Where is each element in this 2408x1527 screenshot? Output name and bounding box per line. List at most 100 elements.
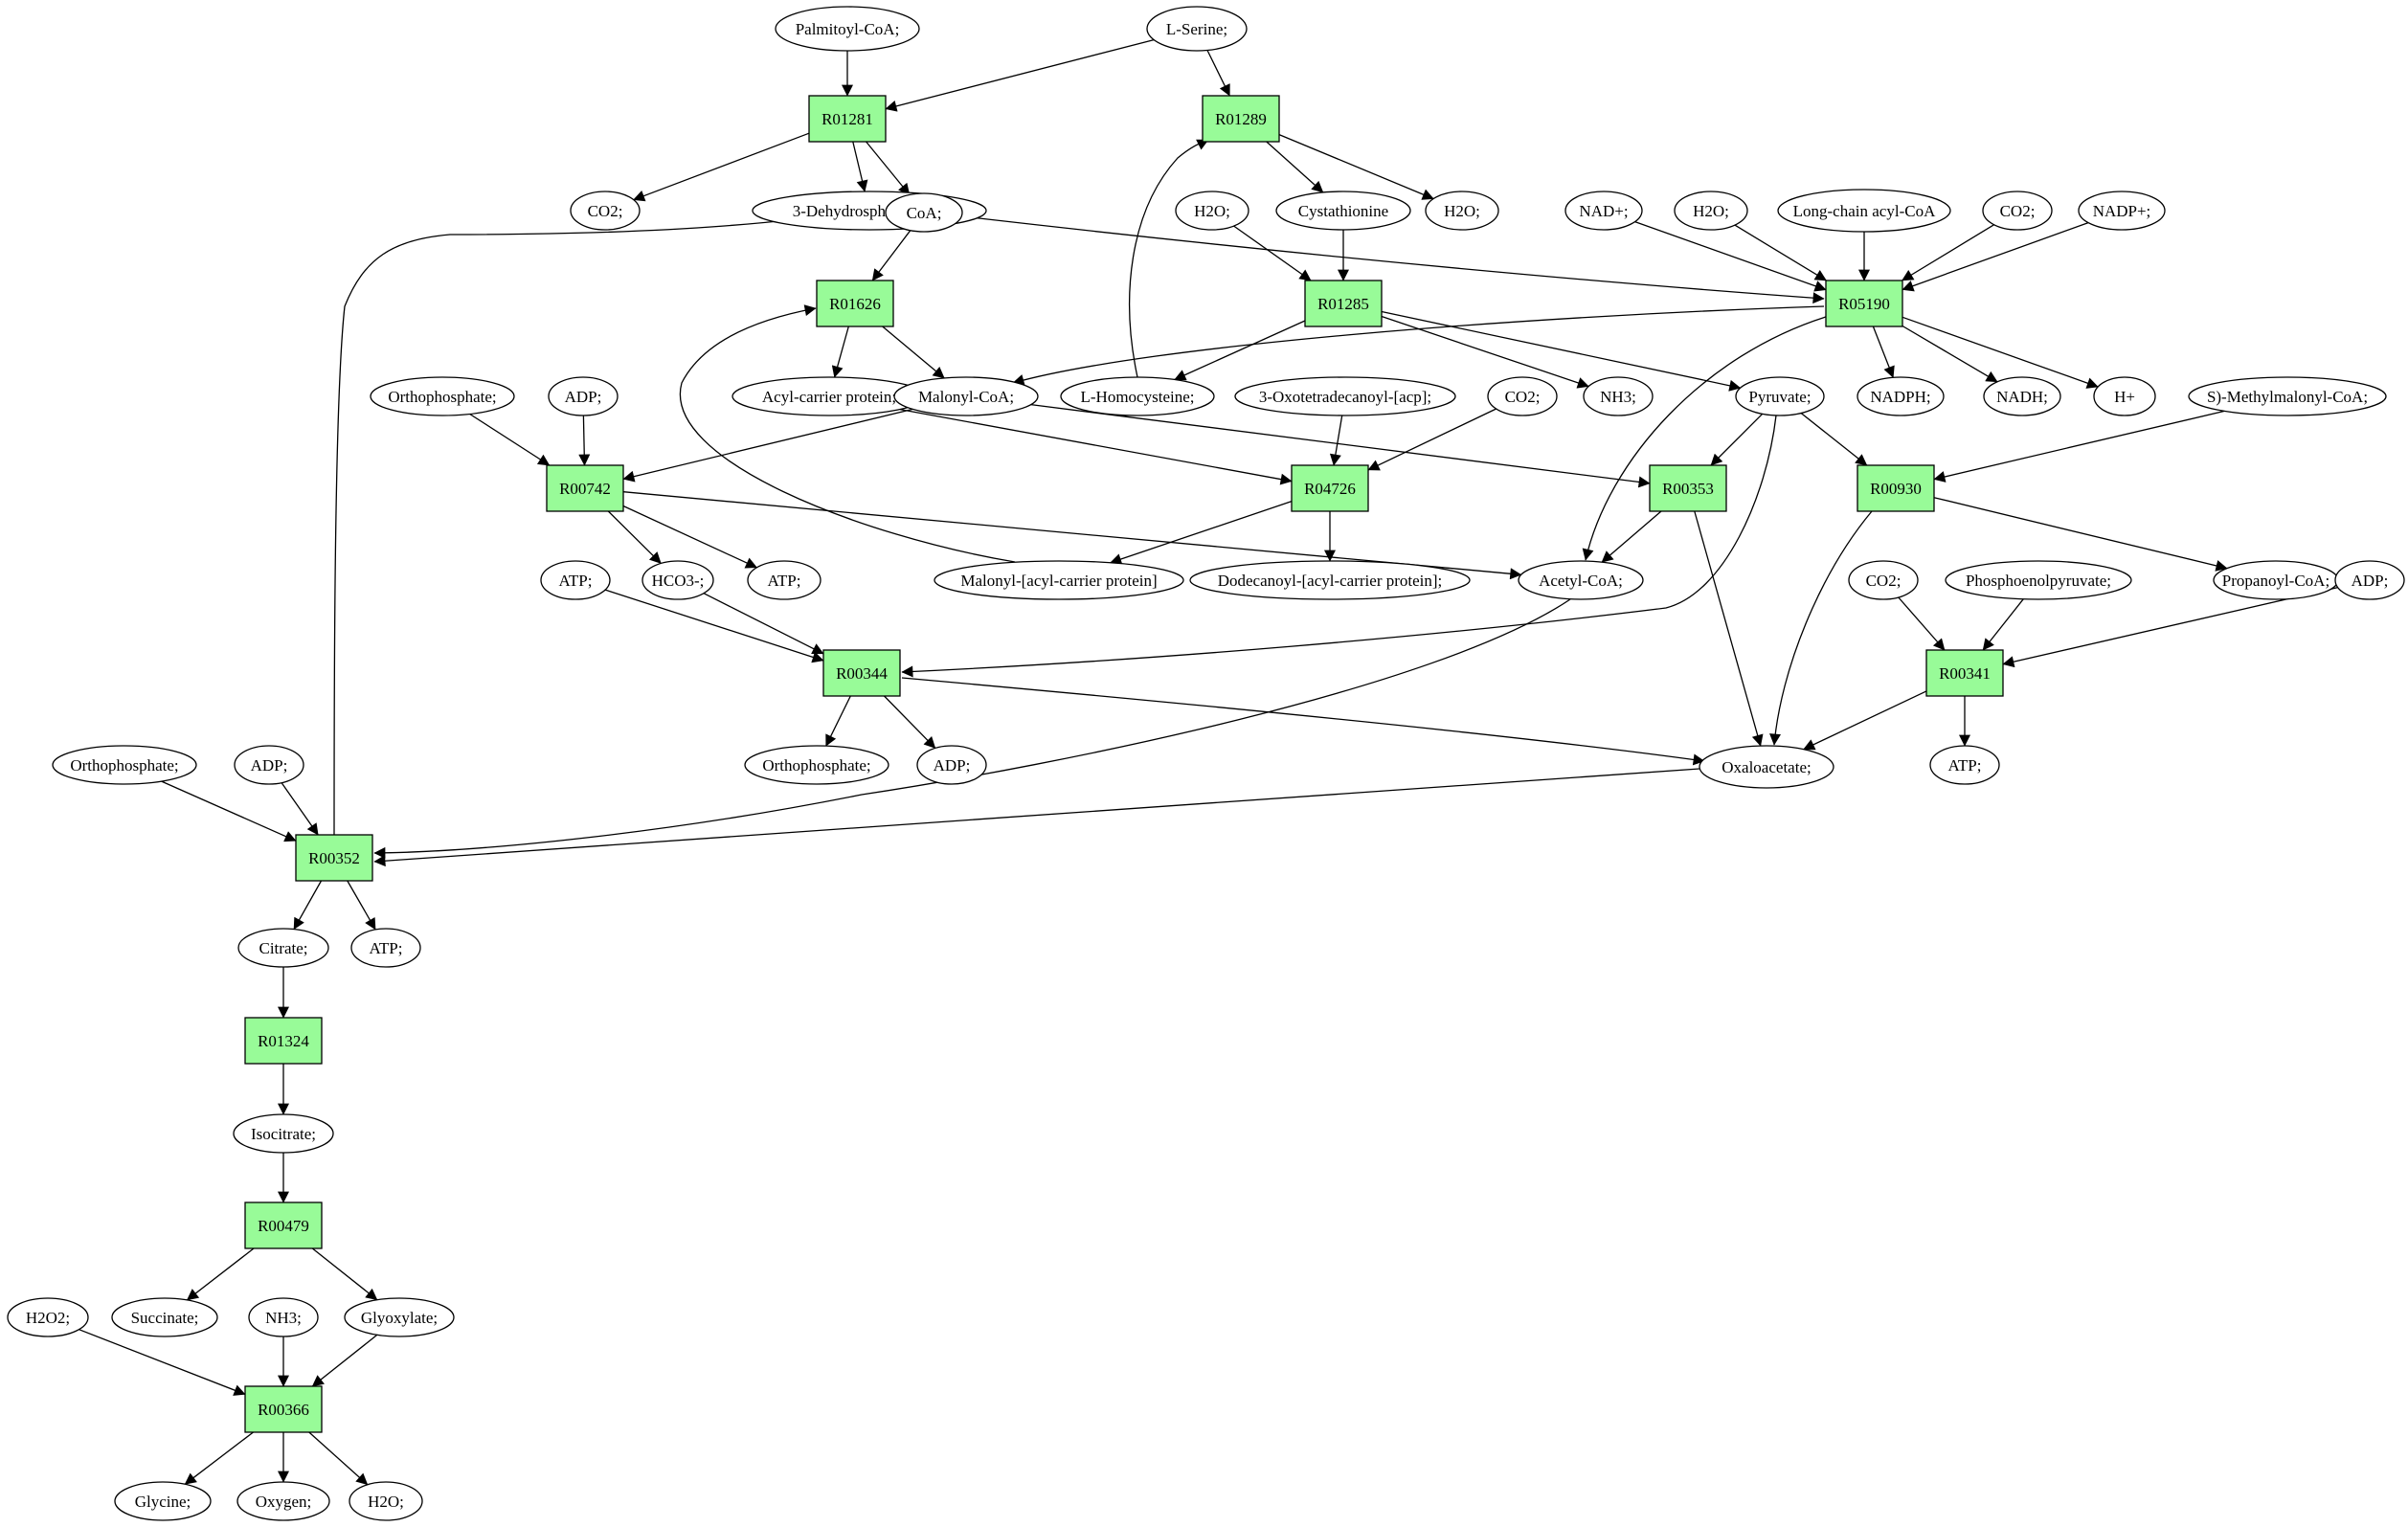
reaction-node-r00353[interactable]: R00353: [1649, 464, 1727, 512]
compound-node-cystathionine[interactable]: Cystathionine: [1275, 191, 1411, 231]
compound-node-nh3_b[interactable]: NH3;: [248, 1297, 319, 1337]
edges-layer: [79, 38, 2338, 1486]
node-label: R01281: [821, 110, 873, 128]
reaction-node-r00742[interactable]: R00742: [546, 464, 624, 512]
compound-node-adp_c[interactable]: ADP;: [916, 745, 987, 785]
compound-ellipse: [1487, 376, 1558, 416]
compound-ellipse: [540, 560, 611, 600]
compound-node-methylmalonyl_coa[interactable]: S)-Methylmalonyl-CoA;: [2188, 376, 2387, 416]
compound-node-co2_d[interactable]: CO2;: [1848, 560, 1919, 600]
edge-hco3-to-r00344: [703, 593, 824, 655]
edge-r00930-to-propanoyl_coa: [1933, 497, 2228, 572]
edge-pyruvate-to-r00344: [901, 415, 1777, 678]
compound-node-glyoxylate[interactable]: Glyoxylate;: [344, 1297, 455, 1337]
compound-node-adp_b[interactable]: ADP;: [2334, 560, 2405, 600]
reaction-node-r01626[interactable]: R01626: [816, 280, 894, 327]
reaction-node-r00341[interactable]: R00341: [1925, 649, 2004, 697]
edge-pyruvate-to-r00930: [1800, 412, 1868, 466]
node-label: R04726: [1304, 480, 1356, 498]
node-label: R00366: [258, 1401, 309, 1419]
compound-node-h2o2[interactable]: H2O2;: [7, 1297, 89, 1337]
edge-coa-to-r05190: [961, 215, 1825, 304]
compound-node-palmitoyl_coa[interactable]: Palmitoyl-CoA;: [775, 6, 920, 52]
compound-node-l_homocysteine[interactable]: L-Homocysteine;: [1060, 376, 1215, 416]
compound-node-atp_d[interactable]: ATP;: [350, 928, 421, 968]
edge-r01626-to-malonyl_coa: [882, 326, 945, 379]
edge-r05190-to-nadh: [1902, 325, 1998, 383]
edge-r01285-to-nh3_a: [1381, 315, 1589, 389]
edge-nadp_plus-to-r05190: [1902, 221, 2089, 292]
compound-node-oxygen[interactable]: Oxygen;: [236, 1481, 330, 1521]
compound-ellipse: [370, 376, 515, 416]
compound-node-coa[interactable]: CoA;: [885, 192, 963, 233]
compound-node-co2_a[interactable]: CO2;: [570, 191, 641, 231]
compound-node-long_chain_acyl_coa[interactable]: Long-chain acyl-CoA: [1777, 189, 1951, 233]
compound-node-adp_d[interactable]: ADP;: [234, 745, 304, 785]
compound-node-orthophosphate_b[interactable]: Orthophosphate;: [744, 745, 889, 785]
node-label: Palmitoyl-CoA;: [796, 20, 900, 38]
compound-node-h2o_c[interactable]: H2O;: [1674, 191, 1748, 231]
compound-node-l_serine[interactable]: L-Serine;: [1146, 6, 1248, 52]
compound-node-oxaloacetate[interactable]: Oxaloacetate;: [1699, 745, 1834, 789]
edge-oxaloacetate-to-r00352: [373, 768, 1700, 867]
compound-node-oxotetradecanoyl[interactable]: 3-Oxotetradecanoyl-[acp];: [1234, 376, 1456, 416]
compound-node-nad_plus[interactable]: NAD+;: [1564, 191, 1643, 231]
compound-node-atp_b[interactable]: ATP;: [747, 560, 821, 600]
reaction-box: [1202, 95, 1280, 143]
edge-r01281-to-coa: [866, 141, 911, 195]
reaction-node-r00479[interactable]: R00479: [244, 1201, 323, 1249]
compound-node-co2_b[interactable]: CO2;: [1982, 191, 2053, 231]
reaction-node-r04726[interactable]: R04726: [1291, 464, 1369, 512]
compound-node-h2o_b[interactable]: H2O;: [1425, 191, 1499, 231]
compound-node-adp_a[interactable]: ADP;: [548, 376, 619, 416]
edge-h2o_a-to-r01285: [1233, 225, 1312, 281]
node-label: NAD+;: [1579, 202, 1628, 220]
compound-node-glycine[interactable]: Glycine;: [114, 1481, 212, 1521]
compound-node-atp_a[interactable]: ATP;: [540, 560, 611, 600]
compound-node-dodecanoyl_acp[interactable]: Dodecanoyl-[acyl-carrier protein];: [1189, 560, 1471, 600]
compound-node-malonyl_acp[interactable]: Malonyl-[acyl-carrier protein]: [934, 560, 1184, 600]
compound-node-isocitrate[interactable]: Isocitrate;: [233, 1113, 334, 1154]
reaction-node-r01324[interactable]: R01324: [244, 1017, 323, 1065]
compound-node-nadh[interactable]: NADH;: [1983, 376, 2061, 416]
compound-node-orthophosphate_c[interactable]: Orthophosphate;: [52, 745, 197, 785]
compound-ellipse: [885, 192, 963, 233]
compound-node-pep[interactable]: Phosphoenolpyruvate;: [1945, 560, 2132, 600]
reaction-box: [244, 1017, 323, 1065]
compound-node-co2_c[interactable]: CO2;: [1487, 376, 1558, 416]
compound-node-orthophosphate_a[interactable]: Orthophosphate;: [370, 376, 515, 416]
reaction-node-r00344[interactable]: R00344: [822, 649, 901, 697]
compound-node-atp_c[interactable]: ATP;: [1929, 745, 2000, 785]
compound-ellipse: [747, 560, 821, 600]
reaction-node-r00930[interactable]: R00930: [1857, 464, 1935, 512]
edge-r01281-to-dehydrosphinganine: [852, 141, 868, 192]
reaction-node-r01289[interactable]: R01289: [1202, 95, 1280, 143]
compound-node-acp[interactable]: Acyl-carrier protein;: [731, 376, 927, 416]
compound-node-h2o_a[interactable]: H2O;: [1175, 191, 1249, 231]
compound-ellipse: [237, 928, 329, 968]
node-label: NADH;: [1996, 388, 2048, 406]
edge-l_serine-to-r01289: [1206, 50, 1230, 97]
compound-node-succinate[interactable]: Succinate;: [111, 1297, 218, 1337]
compound-node-hco3[interactable]: HCO3-;: [641, 560, 714, 600]
compound-node-pyruvate[interactable]: Pyruvate;: [1735, 376, 1825, 416]
compound-node-h2o_d[interactable]: H2O;: [349, 1481, 423, 1521]
compound-node-h_plus[interactable]: H+: [2093, 376, 2156, 416]
compound-node-propanoyl_coa[interactable]: Propanoyl-CoA;: [2213, 560, 2339, 600]
reaction-box: [546, 464, 624, 512]
compound-node-acetyl_coa[interactable]: Acetyl-CoA;: [1518, 560, 1644, 600]
reaction-node-r01285[interactable]: R01285: [1304, 280, 1383, 327]
edge-methylmalonyl_coa-to-r00930: [1933, 410, 2225, 483]
compound-node-nadph[interactable]: NADPH;: [1857, 376, 1945, 416]
reaction-node-r01281[interactable]: R01281: [808, 95, 887, 143]
reaction-node-r00366[interactable]: R00366: [244, 1385, 323, 1433]
edge-adp_d-to-r00352: [281, 782, 319, 836]
compound-node-malonyl_coa[interactable]: Malonyl-CoA;: [893, 376, 1039, 416]
edge-orthophosphate_a-to-r00742: [469, 413, 551, 466]
compound-node-nadp_plus[interactable]: NADP+;: [2078, 191, 2166, 231]
reaction-node-r05190[interactable]: R05190: [1825, 280, 1903, 327]
node-label: R01285: [1317, 295, 1369, 313]
compound-node-citrate[interactable]: Citrate;: [237, 928, 329, 968]
compound-node-nh3_a[interactable]: NH3;: [1583, 376, 1654, 416]
reaction-node-r00352[interactable]: R00352: [295, 834, 373, 882]
